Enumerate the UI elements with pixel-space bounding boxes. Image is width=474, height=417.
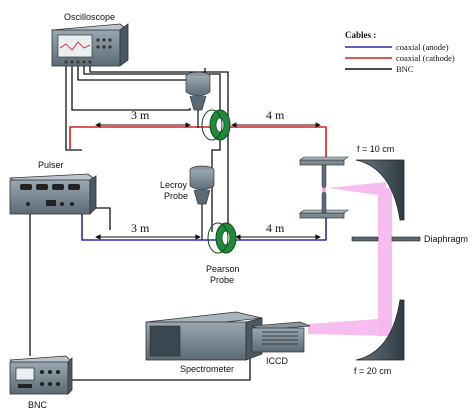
legend-item-anode: coaxial (anode) [396,42,449,52]
pearson-probe-top[interactable] [201,109,231,141]
spectrometer-label: Spectrometer [180,364,234,374]
lecroy-probe-bottom[interactable]: Lecroy Probe [160,165,215,240]
mirror-f10: f = 10 cm [355,144,405,221]
distance-markers: 3 m 4 m 3 m 4 m [95,108,321,240]
distance-label: 4 m [266,221,285,235]
iccd-camera[interactable]: ICCD [251,321,311,366]
bnc-generator[interactable]: BNC [9,355,73,410]
legend-title: Cables : [345,30,376,40]
pearson-probe-label-line2: Probe [210,275,234,285]
optical-beam [308,182,392,336]
anode-cable [81,205,327,241]
bnc-label: BNC [28,400,48,410]
legend-item-bnc: BNC [396,64,414,74]
cathode-cable [69,126,327,160]
electrodes [299,156,349,219]
pearson-probe-bottom[interactable]: Pearson Probe [206,222,240,285]
cable-legend: Cables : coaxial (anode) coaxial (cathod… [345,30,455,74]
distance-label: 4 m [266,108,285,122]
diaphragm: Diaphragm [351,234,468,244]
lecroy-probe-label: Lecroy [160,180,188,190]
lecroy-probe-label-line2: Probe [164,191,188,201]
pulser-label: Pulser [38,160,64,170]
mirror-f10-label: f = 10 cm [357,144,394,154]
mirror-f20-label: f = 20 cm [354,366,391,376]
diaphragm-label: Diaphragm [424,234,468,244]
mirror-f20: f = 20 cm [354,299,405,376]
bnc-cables [29,66,251,381]
pearson-probe-label: Pearson [206,264,240,274]
distance-label: 3 m [131,221,150,235]
oscilloscope[interactable]: Oscilloscope [50,12,130,67]
pulser[interactable]: Pulser [8,160,98,215]
distance-label: 3 m [131,108,150,122]
legend-item-cathode: coaxial (cathode) [396,53,455,63]
lecroy-probe-top[interactable] [185,71,211,128]
oscilloscope-label: Oscilloscope [64,12,115,22]
spectrometer[interactable]: Spectrometer [145,311,263,374]
iccd-label: ICCD [266,356,288,366]
